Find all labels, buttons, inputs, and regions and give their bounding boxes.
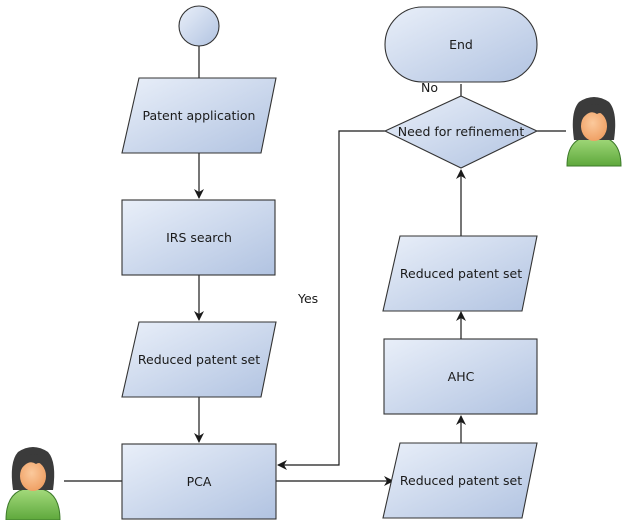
user-icon xyxy=(5,447,61,520)
pca-label: PCA xyxy=(187,474,212,489)
no-edge-label: No xyxy=(421,80,438,95)
user-icon xyxy=(566,97,622,167)
yes-edge-label: Yes xyxy=(297,291,318,306)
pca-node: PCA xyxy=(121,443,277,520)
patent-application-label: Patent application xyxy=(143,108,256,123)
start-node xyxy=(178,5,220,47)
ahc-node: AHC xyxy=(383,338,538,415)
reduced-patent-set-label-2: Reduced patent set xyxy=(400,473,522,488)
reduced-patent-set-node-2: Reduced patent set xyxy=(382,442,538,519)
end-node: End xyxy=(384,6,538,83)
end-label: End xyxy=(449,37,473,52)
irs-search-node: IRS search xyxy=(121,199,276,276)
ahc-label: AHC xyxy=(448,369,475,384)
reduced-patent-set-label-1: Reduced patent set xyxy=(138,352,260,367)
reduced-patent-set-node-3: Reduced patent set xyxy=(382,235,538,312)
patent-application-node: Patent application xyxy=(121,77,277,154)
decision-label: Need for refinement xyxy=(398,124,525,139)
reduced-patent-set-node-1: Reduced patent set xyxy=(121,321,277,398)
need-for-refinement-decision: Need for refinement xyxy=(383,95,539,169)
edge-decision-yes-to-pca xyxy=(277,130,385,470)
reduced-patent-set-label-3: Reduced patent set xyxy=(400,266,522,281)
irs-search-label: IRS search xyxy=(166,230,232,245)
